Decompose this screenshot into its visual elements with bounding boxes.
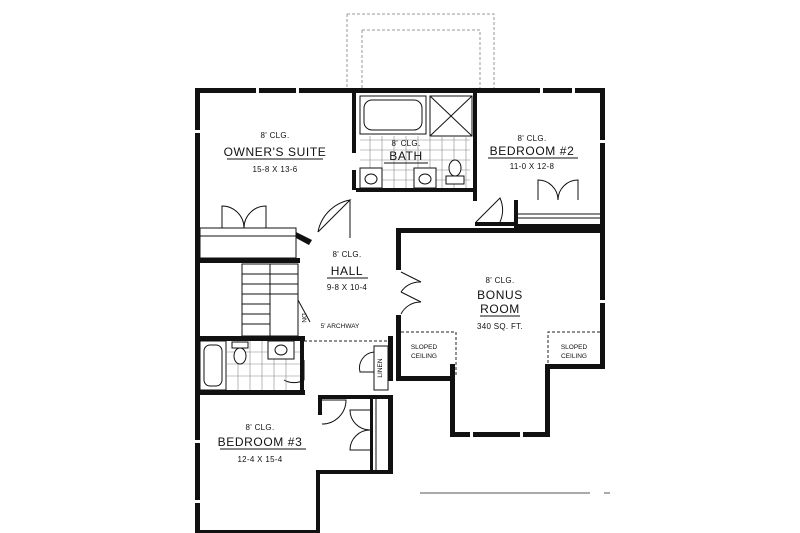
- sloped-left-line1: SLOPED: [411, 344, 438, 351]
- bedroom2-name: BEDROOM #2: [490, 144, 575, 158]
- sloped-ceiling-outlines: [401, 331, 600, 376]
- sloped-right-line1: SLOPED: [561, 344, 588, 351]
- owners-suite-clg: 8' CLG.: [261, 131, 290, 140]
- window-marks: [194, 87, 606, 503]
- archway-note: 5' ARCHWAY: [321, 323, 360, 330]
- bedroom3-clg: 8' CLG.: [246, 423, 275, 432]
- bonus-room-area: 340 SQ. FT.: [477, 322, 523, 331]
- bedroom2-clg: 8' CLG.: [518, 134, 547, 143]
- linen-note: LINEN: [377, 358, 384, 377]
- owners-suite-label: 8' CLG. OWNER'S SUITE 15-8 X 13-6: [224, 131, 327, 174]
- hall-bath-fixtures: [199, 340, 300, 391]
- bath-name: BATH: [389, 149, 423, 163]
- walls: [195, 88, 605, 533]
- bonus-room-label: 8' CLG. BONUS ROOM 340 SQ. FT.: [477, 276, 523, 331]
- bedroom3-dims: 12-4 X 15-4: [237, 455, 282, 464]
- bath-clg: 8' CLG.: [392, 139, 421, 148]
- staircase: [241, 263, 311, 337]
- hall-name: HALL: [331, 264, 363, 278]
- owners-suite-name: OWNER'S SUITE: [224, 145, 327, 159]
- bonus-room-name-line2: ROOM: [480, 302, 520, 316]
- bedroom2-dims: 11-0 X 12-8: [510, 162, 555, 171]
- bedroom3-label: 8' CLG. BEDROOM #3 12-4 X 15-4: [218, 423, 306, 464]
- bonus-room-clg: 8' CLG.: [486, 276, 515, 285]
- bedroom3-name: BEDROOM #3: [218, 435, 303, 449]
- notes: 5' ARCHWAY DN LINEN SLOPED CEILING SLOPE…: [300, 313, 587, 377]
- hall-label: 8' CLG. HALL 9-8 X 10-4: [327, 250, 368, 292]
- sloped-left-line2: CEILING: [411, 353, 437, 360]
- bath-label: 8' CLG. BATH: [384, 139, 428, 164]
- doors: [199, 179, 600, 470]
- master-bath-fixtures: [359, 95, 473, 189]
- owners-suite-dims: 15-8 X 13-6: [252, 165, 297, 174]
- hall-clg: 8' CLG.: [333, 250, 362, 259]
- bonus-room-name-line1: BONUS: [477, 288, 523, 302]
- stair-dn-note: DN: [300, 313, 307, 323]
- hall-dims: 9-8 X 10-4: [327, 283, 368, 292]
- sloped-right-line2: CEILING: [561, 353, 587, 360]
- bedroom2-label: 8' CLG. BEDROOM #2 11-0 X 12-8: [488, 134, 578, 171]
- deck-outline: [346, 13, 495, 90]
